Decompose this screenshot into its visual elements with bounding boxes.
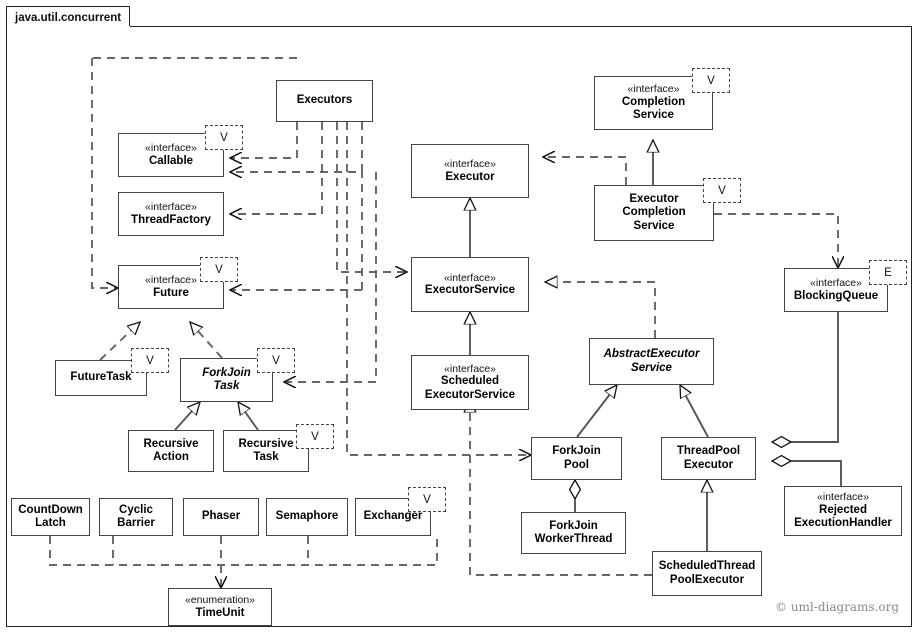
type-param-label: V: [146, 354, 154, 367]
type-param-completionservice: V: [692, 68, 730, 93]
class-name-timeunit: TimeUnit: [195, 606, 245, 619]
type-param-recursivetask: V: [296, 424, 334, 449]
stereotype-interface: «interface»: [817, 491, 869, 504]
class-box-threadfactory[interactable]: «interface» ThreadFactory: [118, 192, 224, 236]
stereotype-interface: «interface»: [627, 83, 680, 96]
type-param-label: E: [884, 266, 892, 279]
class-name-threadfactory: ThreadFactory: [131, 213, 211, 226]
package-frame: [6, 26, 912, 627]
package-tab-seam: [7, 26, 130, 28]
package-label: java.util.concurrent: [15, 11, 122, 24]
class-name-executor: Executor: [445, 170, 495, 183]
stereotype-interface: «interface»: [145, 274, 197, 286]
class-box-callable[interactable]: «interface» Callable: [118, 133, 224, 177]
class-box-phaser[interactable]: Phaser: [183, 498, 259, 536]
type-param-executorcompletionservice: V: [703, 178, 741, 203]
type-param-blockingqueue: E: [869, 260, 907, 285]
class-name-phaser: Phaser: [201, 510, 241, 523]
class-box-executors[interactable]: Executors: [276, 80, 373, 122]
type-param-exchanger: V: [408, 487, 446, 512]
type-param-futuretask: V: [131, 348, 169, 373]
type-param-callable: V: [205, 125, 243, 150]
package-name-tab: java.util.concurrent: [6, 6, 131, 28]
class-name-executorservice: ExecutorService: [424, 284, 516, 296]
stereotype-interface: «interface»: [145, 201, 197, 213]
class-name-callable: Callable: [148, 154, 194, 167]
type-param-label: V: [707, 74, 715, 87]
stereotype-interface: «interface»: [810, 277, 862, 289]
class-name-future: Future: [153, 286, 189, 299]
type-param-label: V: [215, 263, 223, 276]
type-param-label: V: [220, 131, 228, 144]
class-box-executor[interactable]: «interface» Executor: [411, 144, 529, 198]
class-name-exchanger: Exchanger: [363, 510, 423, 523]
type-param-label: V: [718, 184, 726, 197]
class-box-semaphore[interactable]: Semaphore: [266, 498, 348, 536]
stereotype-enumeration: «enumeration»: [184, 594, 256, 606]
type-param-label: V: [423, 493, 431, 506]
type-param-label: V: [272, 354, 280, 367]
class-box-exchanger[interactable]: Exchanger: [355, 498, 431, 536]
stereotype-interface: «interface»: [145, 142, 197, 154]
stereotype-interface: «interface»: [444, 362, 496, 375]
stereotype-interface: «interface»: [444, 158, 496, 170]
class-name-semaphore: Semaphore: [275, 510, 339, 523]
class-box-executorservice[interactable]: «interface» ExecutorService: [411, 257, 529, 312]
class-name-futuretask: FutureTask: [70, 371, 132, 384]
class-name-blockingqueue: BlockingQueue: [793, 289, 879, 302]
type-param-forkjointask: V: [257, 348, 295, 373]
class-name-executors: Executors: [296, 94, 353, 107]
copyright-credit: © uml-diagrams.org: [775, 600, 900, 614]
type-param-label: V: [311, 430, 319, 443]
type-param-future: V: [200, 257, 238, 282]
class-box-timeunit[interactable]: «enumeration» TimeUnit: [168, 588, 272, 626]
stereotype-interface: «interface»: [444, 271, 496, 284]
